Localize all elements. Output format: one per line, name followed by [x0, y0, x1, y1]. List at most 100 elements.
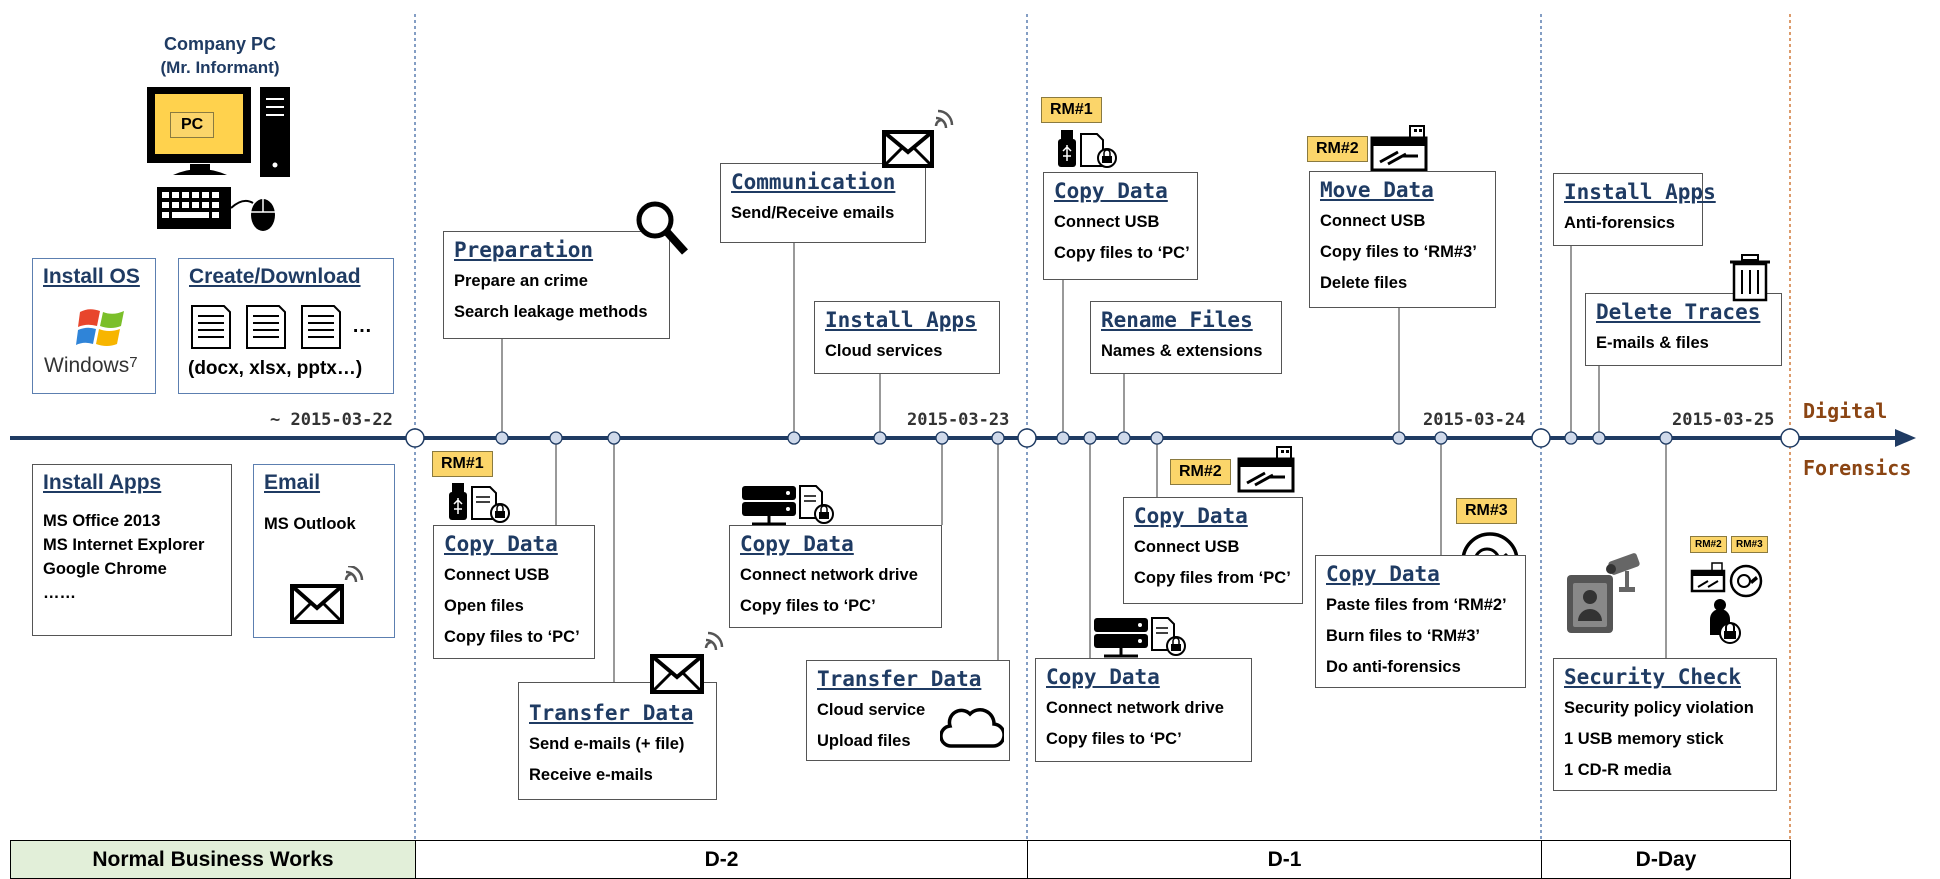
copy-data-title: Copy Data [740, 532, 854, 556]
security-check-box: Security Check Security policy violation… [1553, 658, 1777, 791]
detail-line: 1 CD-R media [1564, 761, 1672, 779]
forensics-label: Forensics [1803, 456, 1912, 480]
security-check-title: Security Check [1564, 665, 1742, 689]
phase-normal-business: Normal Business Works [10, 840, 416, 879]
card-reader-cd-lock-icon [1690, 561, 1772, 652]
copy-data-from-pc-box: Copy Data Connect USB Copy files from ‘P… [1123, 497, 1303, 604]
detail-line: Connect USB [444, 566, 550, 584]
detail-line: Paste files from ‘RM#2’ [1326, 596, 1507, 614]
detail-line: Copy files to ‘RM#3’ [1320, 243, 1477, 261]
computer-icon [145, 85, 295, 240]
network-drive-locked-file-icon [1092, 614, 1188, 665]
transfer-data-email-box: Transfer Data Send e-mails (+ file) Rece… [518, 682, 717, 800]
install-apps-box-normal: Install Apps MS Office 2013 MS Internet … [32, 464, 232, 636]
pc-screen-label: PC [170, 112, 215, 138]
detail-line: Do anti-forensics [1326, 658, 1461, 676]
windows-logo-icon [76, 306, 130, 355]
preparation-box: Preparation Prepare an crime Search leak… [443, 231, 670, 339]
detail-line: Send e-mails (+ file) [529, 735, 685, 753]
move-data-box: Move Data Connect USB Copy files to ‘RM#… [1309, 171, 1496, 308]
company-pc-subtitle: (Mr. Informant) [160, 58, 280, 77]
copy-data-network-box-d2: Copy Data Connect network drive Copy fil… [729, 525, 942, 628]
create-download-title: Create/Download [189, 265, 361, 288]
cloud-icon [939, 702, 1006, 757]
detail-line: Cloud services [825, 342, 943, 360]
detail-line: Names & extensions [1101, 342, 1263, 360]
detail-line: Cloud service [817, 701, 926, 719]
install-apps-title-normal: Install Apps [43, 471, 162, 494]
company-pc-title: Company PC [163, 34, 277, 54]
copy-data-title: Copy Data [444, 532, 558, 556]
rm3-tag: RM#3 [1456, 498, 1517, 524]
detail-line: Anti-forensics [1564, 214, 1675, 232]
app-item: MS Office 2013 [43, 512, 161, 530]
detail-line: 1 USB memory stick [1564, 730, 1724, 748]
digital-label: Digital [1803, 399, 1888, 423]
app-item: MS Internet Explorer [43, 536, 205, 554]
email-client: MS Outlook [264, 515, 356, 533]
communication-box: Communication Send/Receive emails [720, 163, 926, 243]
phase-d2: D-2 [415, 840, 1028, 879]
detail-line: E-mails & files [1596, 334, 1709, 352]
delete-traces-title: Delete Traces [1596, 300, 1761, 324]
detail-line: Burn files to ‘RM#3’ [1326, 627, 1481, 645]
install-os-box: Install OS [32, 258, 156, 394]
magnifier-icon [635, 200, 689, 261]
usb-lock-icon [1057, 128, 1123, 175]
copy-data-title: Copy Data [1046, 665, 1160, 689]
phase-dday: D-Day [1541, 840, 1791, 879]
usb-locked-file-icon [448, 481, 518, 528]
detail-line: Connect USB [1134, 538, 1240, 556]
phase-d1: D-1 [1027, 840, 1542, 879]
detail-line: Copy files to ‘PC’ [740, 597, 876, 615]
rename-files-box: Rename Files Names & extensions [1090, 301, 1282, 374]
detail-line: Connect network drive [740, 566, 918, 584]
detail-line: Connect USB [1054, 213, 1160, 231]
email-icon [650, 630, 730, 701]
rm2-tag: RM#2 [1307, 136, 1368, 162]
copy-data-usb-box-d1: Copy Data Connect USB Copy files to ‘PC’ [1043, 172, 1198, 280]
trash-icon [1728, 254, 1772, 307]
communication-title: Communication [731, 170, 896, 194]
rm2-tag-small: RM#2 [1690, 536, 1727, 553]
app-item: …… [43, 584, 76, 602]
copy-data-network-box-d1: Copy Data Connect network drive Copy fil… [1035, 658, 1252, 762]
document-icons [190, 304, 350, 357]
more-documents-ellipsis: … [352, 315, 372, 337]
install-apps-title-dday: Install Apps [1564, 180, 1716, 204]
detail-line: Connect USB [1320, 212, 1426, 230]
detail-line: Copy files to ‘PC’ [1054, 244, 1190, 262]
network-drive-locked-file-icon [740, 482, 836, 533]
copy-data-burn-box: Copy Data Paste files from ‘RM#2’ Burn f… [1315, 555, 1526, 688]
detail-line: Open files [444, 597, 524, 615]
detail-line: Search leakage methods [454, 303, 648, 321]
detail-line: Delete files [1320, 274, 1408, 292]
detail-line: Upload files [817, 732, 911, 750]
date-label-0324: 2015-03-24 [1423, 410, 1526, 430]
rm2-tag: RM#2 [1170, 459, 1231, 485]
detail-line: Connect network drive [1046, 699, 1224, 717]
detail-line: Copy files to ‘PC’ [444, 628, 580, 646]
install-apps-box-d2: Install Apps Cloud services [814, 301, 1000, 374]
windows-logo-text: Windows7 [44, 354, 138, 377]
security-camera-id-icon [1565, 547, 1645, 642]
card-reader-icon [1370, 124, 1430, 177]
install-apps-title-d2: Install Apps [825, 308, 977, 332]
email-title: Email [264, 471, 321, 494]
detail-line: Send/Receive emails [731, 204, 895, 222]
date-label-0325: 2015-03-25 [1672, 410, 1775, 430]
delete-traces-box: Delete Traces E-mails & files [1585, 293, 1782, 366]
email-icon [290, 564, 370, 631]
detail-line: Security policy violation [1564, 699, 1754, 717]
transfer-data-title: Transfer Data [817, 667, 982, 691]
move-data-title: Move Data [1320, 178, 1434, 202]
detail-line: Receive e-mails [529, 766, 653, 784]
email-icon [882, 108, 962, 175]
detail-line: Copy files to ‘PC’ [1046, 730, 1182, 748]
date-label-0323: 2015-03-23 [907, 410, 1010, 430]
copy-data-title: Copy Data [1134, 504, 1248, 528]
rm1-tag: RM#1 [432, 451, 493, 477]
copy-data-title: Copy Data [1326, 562, 1440, 586]
app-item: Google Chrome [43, 560, 167, 578]
